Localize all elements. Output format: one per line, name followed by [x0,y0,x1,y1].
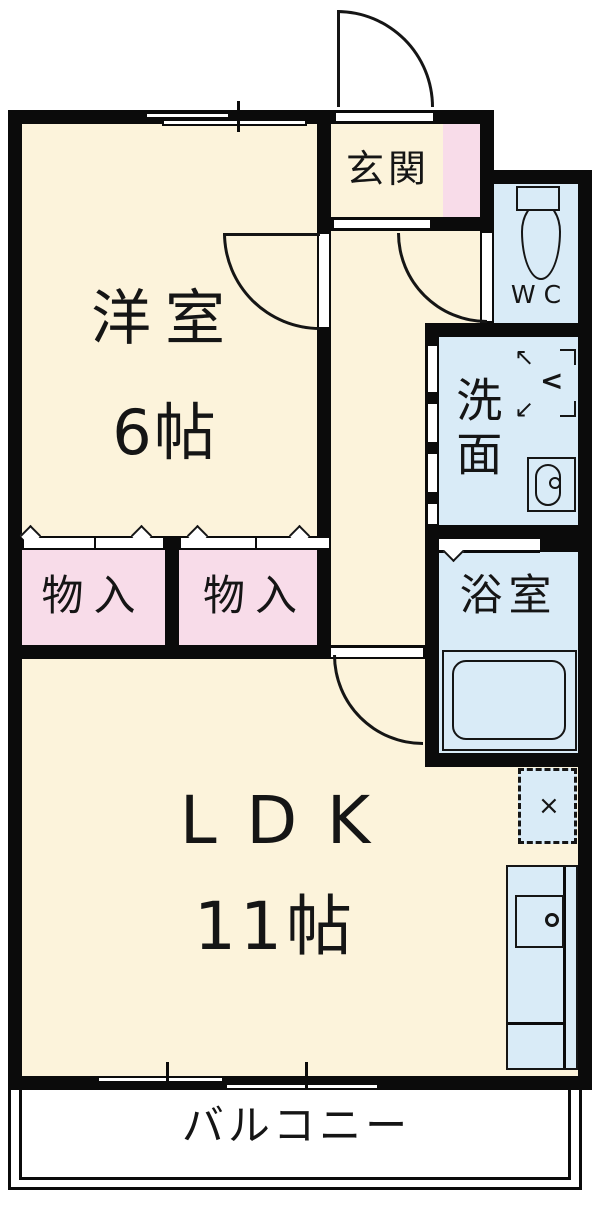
bathroom-door-bar-edge [439,550,540,553]
washer-bracket-top-right [560,349,576,365]
wall-bathroom-door-right [540,525,592,552]
kitchen-counter-divider-v [563,867,566,1068]
bathroom-door-bar [439,539,540,550]
washer-chevron: < [540,364,564,397]
washer-bracket-bottom-right [560,401,576,417]
bifold-split-line [93,538,96,548]
refrigerator-space-icon: × [518,768,577,844]
washroom-label: 洗面 [449,376,504,484]
kitchen-counter-icon [506,865,578,1070]
closet-right-label: 物入 [202,571,307,620]
kitchen-sink-icon [515,895,564,948]
kitchen-faucet-icon [545,913,559,927]
balcony-outline-inner [19,1090,571,1180]
western-room-size: 6帖 [112,396,218,469]
washbasin-faucet [549,477,561,489]
balcony-window-pane-2 [225,1083,379,1090]
toilet-door-opening [482,233,492,321]
western-room-window-tick [237,101,240,132]
toilet-tank-icon [516,186,560,211]
washroom-door-dash-3 [428,492,437,504]
toilet-label: WC [510,280,570,309]
entrance-shoe-cabinet [443,124,480,217]
kitchen-counter-divider-h [508,1022,565,1025]
western-room-window-pane-2 [162,119,307,126]
closet-left-bifold-bar [22,536,165,550]
washroom-sliding-door [428,346,437,524]
entrance-door-opening [336,113,433,121]
western-room-window-pane-1 [145,112,230,119]
bathtub-inner [452,660,566,740]
balcony-window-tick-1 [166,1062,169,1093]
balcony-label: バルコニー [181,1101,412,1150]
refrigerator-cross: × [538,791,560,821]
wall-closet-divider [165,536,179,659]
ldk-label: LDK [179,782,400,859]
washroom-door-dash-1 [428,392,437,404]
outside-cutout [494,0,600,170]
bathroom-label: 浴室 [459,571,558,621]
washer-arrow-sw: ↙ [514,395,535,423]
wall-under-toilet [425,323,592,337]
washing-machine-space-icon: ↖ ↙ < [514,345,576,421]
entrance-label: 玄関 [345,147,430,191]
washbasin-icon [527,457,576,512]
western-room-label: 洋室 [91,284,239,354]
closet-left-floor [22,550,165,645]
washroom-door-dash-2 [428,442,437,454]
balcony-window-pane-1 [97,1076,224,1083]
closet-left-label: 物入 [41,571,146,620]
entrance-step-line [334,220,430,228]
wall-bathroom-bottom [425,753,592,767]
ldk-size: 11帖 [194,888,356,965]
entrance-door-swing [337,10,434,107]
wall-right [578,170,592,1090]
wall-left [8,110,22,1090]
bathroom-floor [439,551,578,753]
washer-arrow-nw: ↖ [514,343,535,371]
bathtub-icon [442,650,577,751]
western-room-door-opening [319,234,329,327]
wall-toilet-top [480,170,592,184]
closet-right-floor [179,550,331,645]
wall-entrance-right [480,110,494,231]
bifold-split-line [255,538,257,548]
ldk-door-opening [331,648,423,657]
balcony-window-tick-2 [305,1062,308,1093]
